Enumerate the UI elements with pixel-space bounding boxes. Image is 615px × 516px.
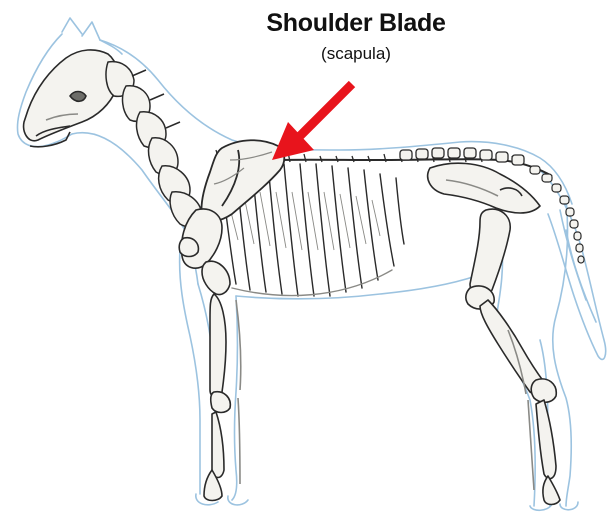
pointer-arrow <box>272 84 352 160</box>
tail-vertebrae <box>530 166 584 263</box>
skull <box>24 50 118 147</box>
pelvis <box>428 163 540 213</box>
cervical-vertebrae <box>106 62 202 227</box>
label-title: Shoulder Blade <box>236 8 476 38</box>
hind-leg-bones <box>466 209 560 504</box>
label-subtitle: (scapula) <box>236 43 476 65</box>
